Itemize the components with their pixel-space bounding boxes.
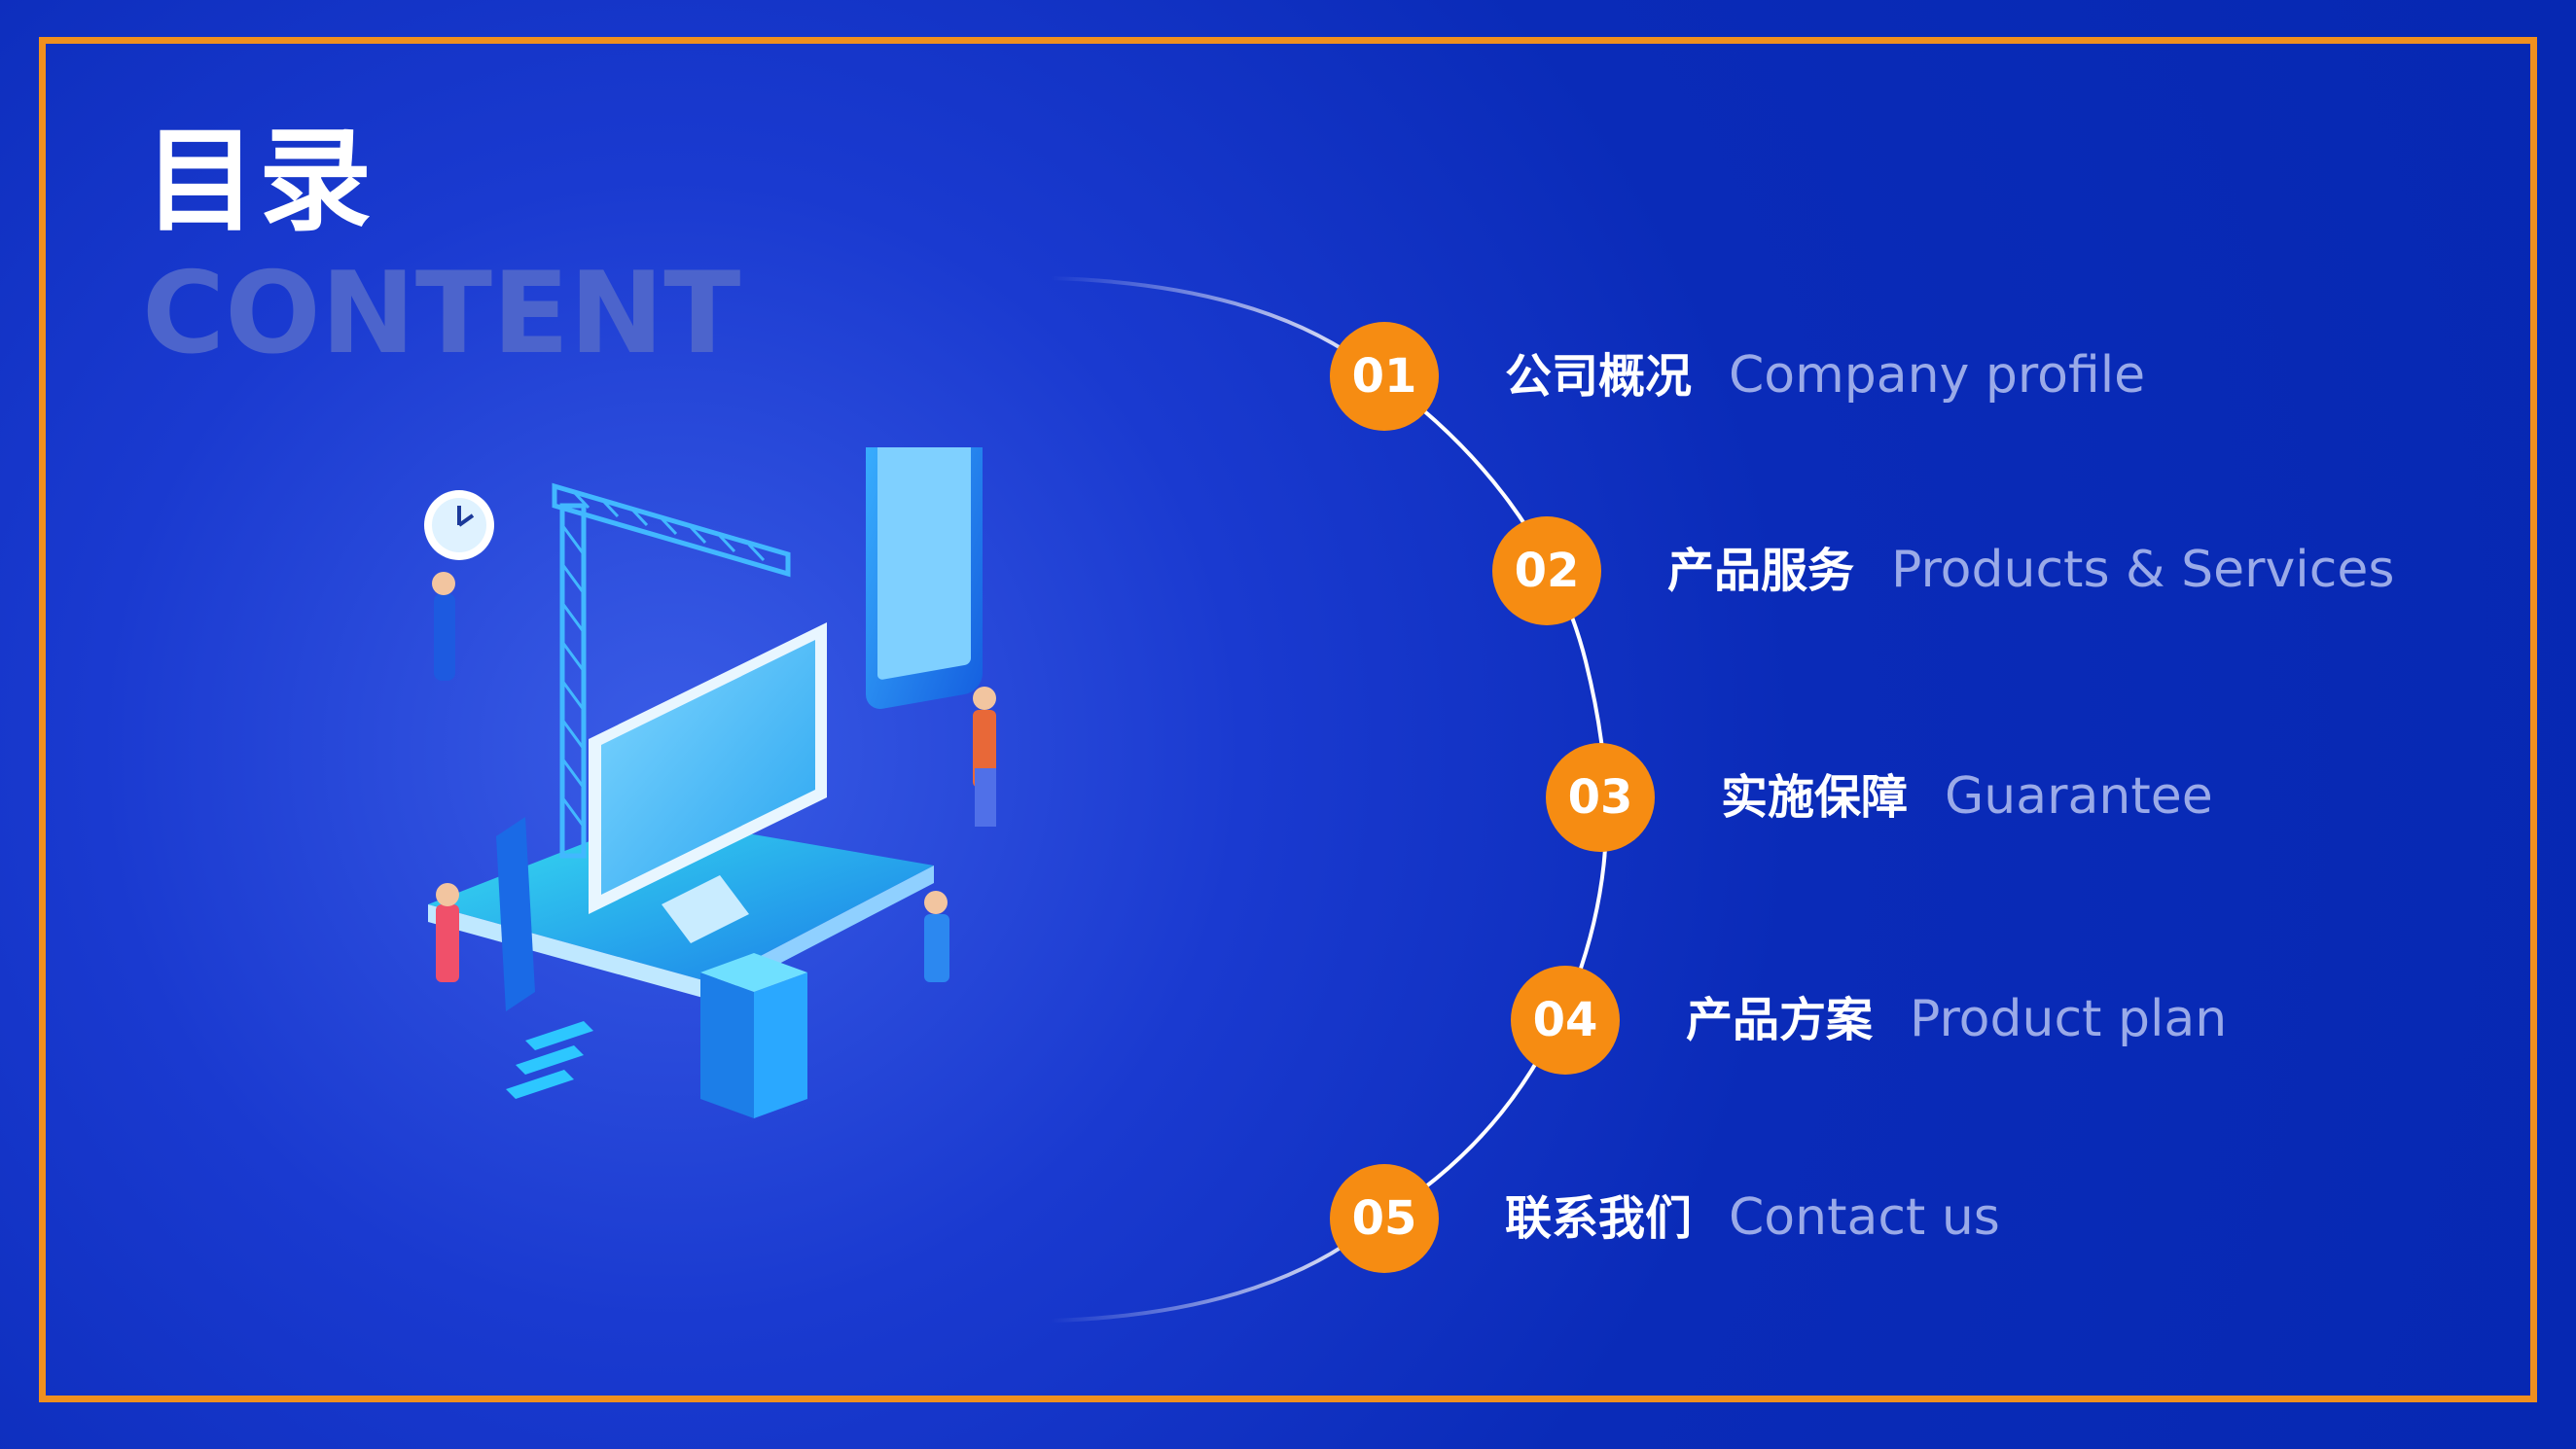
item-number-badge: 04: [1511, 966, 1620, 1075]
page-title: 目录: [144, 116, 374, 247]
item-title: 产品方案: [1686, 993, 1874, 1047]
page-subtitle: CONTENT: [142, 248, 741, 379]
list-item[interactable]: 01 公司概况 Company profile: [1330, 322, 2205, 431]
item-number-badge: 01: [1330, 322, 1439, 431]
item-number-badge: 05: [1330, 1164, 1439, 1273]
item-subtitle: Product plan: [1910, 990, 2228, 1048]
item-subtitle: Contact us: [1729, 1188, 2000, 1247]
item-subtitle: Guarantee: [1945, 767, 2213, 826]
item-subtitle: Company profile: [1729, 346, 2146, 405]
item-number-badge: 02: [1492, 516, 1601, 625]
item-number-badge: 03: [1546, 743, 1655, 852]
list-item[interactable]: 04 产品方案 Product plan: [1511, 966, 2386, 1075]
item-subtitle: Products & Services: [1891, 541, 2395, 599]
item-title: 产品服务: [1667, 544, 1855, 598]
list-item[interactable]: 03 实施保障 Guarantee: [1546, 743, 2421, 852]
item-title: 实施保障: [1721, 770, 1909, 825]
item-title: 联系我们: [1505, 1191, 1693, 1246]
isometric-tech-illustration: [424, 447, 996, 1118]
list-item[interactable]: 02 产品服务 Products & Services: [1492, 516, 2465, 625]
slide-frame: [39, 37, 2537, 1402]
list-item[interactable]: 05 联系我们 Contact us: [1330, 1164, 2205, 1273]
item-title: 公司概况: [1505, 349, 1693, 404]
